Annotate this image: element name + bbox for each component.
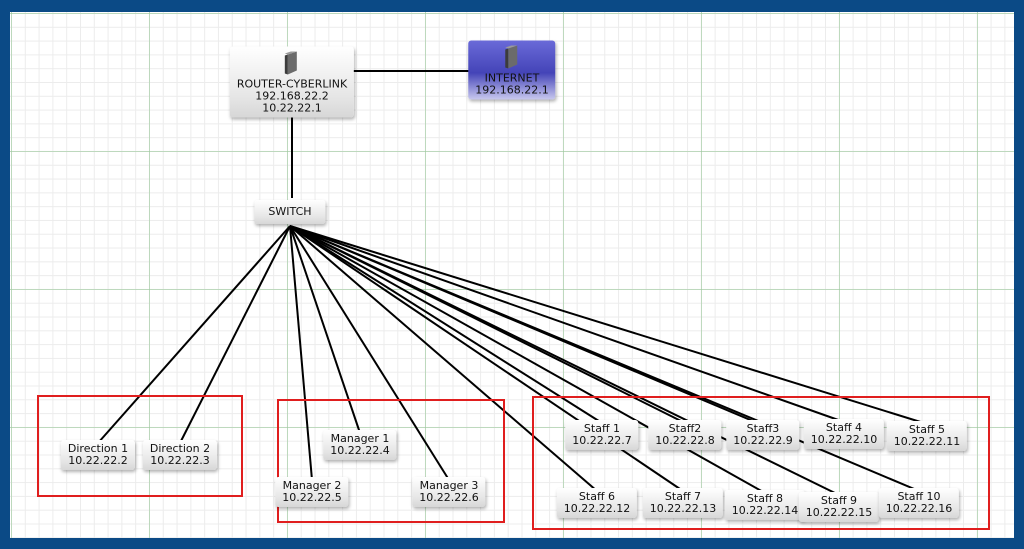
node-ip: 10.22.22.9 xyxy=(733,434,793,447)
node-ip: 10.22.22.4 xyxy=(330,444,390,457)
node-ip: 10.22.22.11 xyxy=(893,435,961,448)
node-title: Staff 5 xyxy=(908,423,946,436)
node-ip: 10.22.22.16 xyxy=(885,502,953,515)
node-ip: 192.168.22.2 xyxy=(255,89,329,103)
node-title: Staff 7 xyxy=(664,490,702,503)
server-icon xyxy=(504,45,517,69)
node-ip: 192.168.22.1 xyxy=(475,83,549,97)
node-title: Manager 1 xyxy=(330,432,390,445)
node-title: Staff 8 xyxy=(746,492,784,505)
link-switch-staff9 xyxy=(289,225,840,496)
server-icon xyxy=(284,51,297,75)
direction-group-box xyxy=(37,395,243,497)
node-title: Direction 2 xyxy=(149,442,211,455)
node-ip: 10.22.22.6 xyxy=(419,491,479,504)
link-switch-manager2 xyxy=(289,225,313,481)
node-ip: 10.22.22.7 xyxy=(572,434,632,447)
node-title: Staff 1 xyxy=(583,422,621,435)
node-ip: 10.22.22.15 xyxy=(805,506,873,519)
node-title: Staff3 xyxy=(746,422,780,435)
node-ip: 10.22.22.12 xyxy=(563,502,631,515)
node-title: SWITCH xyxy=(268,205,312,218)
node-title: INTERNET xyxy=(484,71,540,85)
link-switch-direction1 xyxy=(97,225,291,444)
link-switch-staff1 xyxy=(289,225,603,424)
node-ip: 10.22.22.2 xyxy=(68,454,128,467)
node-ip: 10.22.22.10 xyxy=(810,433,878,446)
link-switch-direction2 xyxy=(179,225,291,444)
node-ip: 10.22.22.8 xyxy=(655,434,715,447)
node-title: Manager 2 xyxy=(282,479,342,492)
node-ip: 10.22.22.3 xyxy=(150,454,210,467)
node-switch[interactable]: SWITCH xyxy=(254,200,326,224)
node-title: Staff 4 xyxy=(825,421,863,434)
node-title: Staff 10 xyxy=(897,490,941,503)
node-title: Staff 6 xyxy=(578,490,616,503)
node-title: Staff2 xyxy=(668,422,702,435)
manager-group-box xyxy=(277,399,505,523)
node-ip: 10.22.22.14 xyxy=(731,504,799,517)
node-ip: 10.22.22.1 xyxy=(262,101,322,115)
node-ip: 10.22.22.5 xyxy=(282,491,342,504)
link-switch-staff4 xyxy=(289,225,845,423)
link-switch-manager1 xyxy=(289,225,361,434)
link-switch-staff5 xyxy=(289,225,928,425)
link-switch-manager3 xyxy=(289,225,450,481)
node-title: ROUTER-CYBERLINK xyxy=(236,77,348,91)
link-switch-staff6 xyxy=(289,225,598,492)
staff-group-box xyxy=(532,396,990,530)
node-ip: 10.22.22.13 xyxy=(649,502,717,515)
node-title: Manager 3 xyxy=(419,479,479,492)
node-title: Direction 1 xyxy=(67,442,129,455)
node-title: Staff 9 xyxy=(820,494,858,507)
